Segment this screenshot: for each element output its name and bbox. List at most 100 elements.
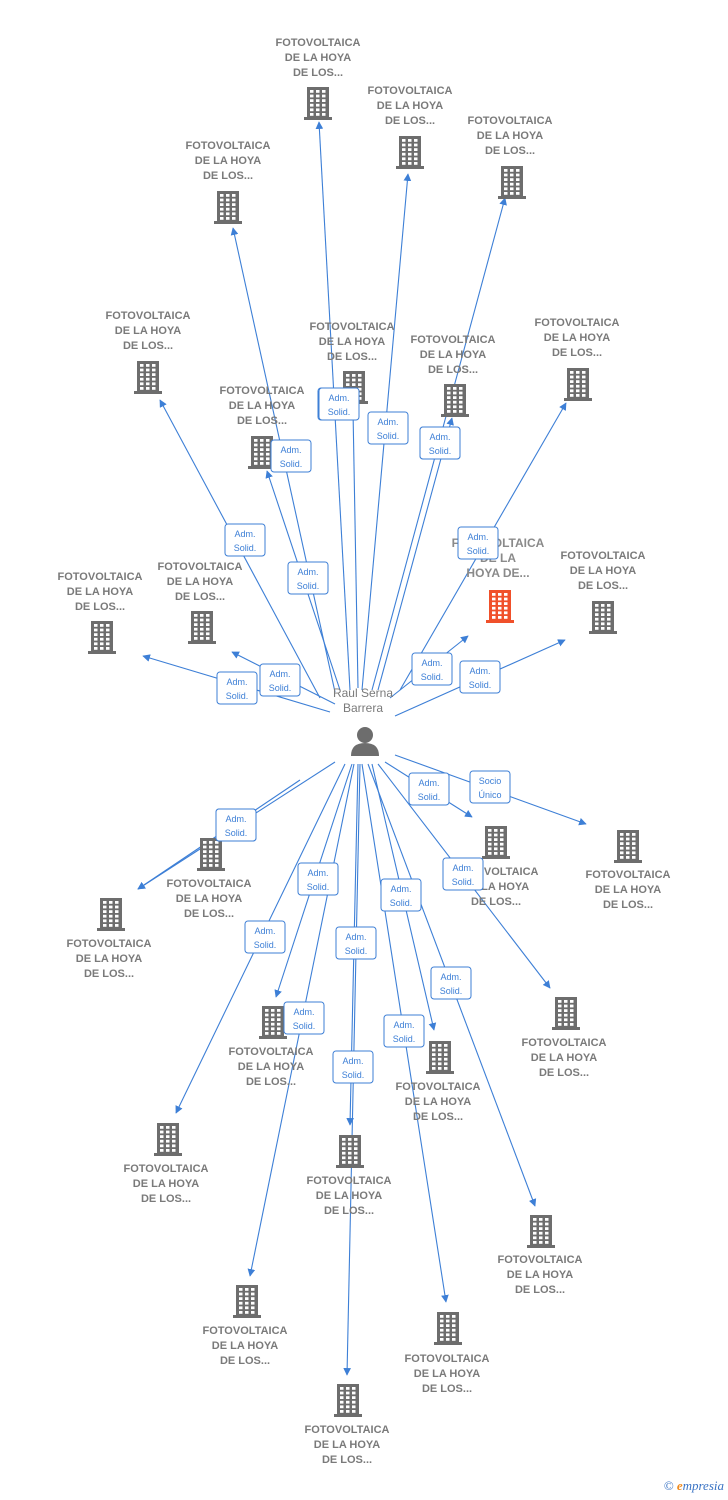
edge-label-n22[interactable]: Adm. Solid. [335,926,377,960]
edge-label-box [411,652,453,686]
edge-label-n6[interactable]: Adm.Solid. [318,387,360,421]
edge-label-n21[interactable]: Adm.Solid. [244,920,286,954]
company-name-line: FOTOVOLTAICA [368,85,453,97]
edge-label-n10[interactable]: Adm.Solid. [411,652,453,686]
company-name-line: DE LOS... [422,1383,472,1395]
edge-label-n20[interactable]: Adm.Solid. [380,878,422,912]
edge-line-n7 [377,417,454,691]
company-name-line: FOTOVOLTAICA [310,321,395,333]
edge-label-n7[interactable]: Adm.Solid. [419,426,461,460]
company-name-line: DE LOS... [385,115,435,127]
edge-label-n24[interactable]: Adm.Solid. [283,1001,325,1035]
building-icon [486,590,514,623]
building-icon [426,1041,454,1074]
copyright-symbol: © [663,1478,674,1493]
edge-label-text: Adm. [269,669,290,679]
edge-label-text: Solid. [421,672,444,682]
company-name-line: DE LA HOYA [212,1340,278,1352]
company-name-line: FOTOVOLTAICA [67,938,152,950]
edge-label-text: Solid. [293,1021,316,1031]
edge-label-n13[interactable]: Adm.Solid. [259,663,301,697]
building-icon [248,436,276,469]
person-node[interactable]: Raul Serna Barrera [333,686,393,756]
edge-label-text: Adm. [254,926,275,936]
edge-label-text: Solid. [226,691,249,701]
company-name-line: DE LA HOYA [133,1178,199,1190]
company-name-line: DE LA HOYA [531,1052,597,1064]
edge-label-text: Solid. [280,459,303,469]
company-name-line: FOTOVOLTAICA [167,878,252,890]
edge-label-text: Adm. [429,432,450,442]
edge-label-n19[interactable]: Adm.Solid. [442,857,484,891]
building-icon [154,1123,182,1156]
company-name-line: DE LOS... [322,1454,372,1466]
edge-label-box [244,920,286,954]
edge-label-n5[interactable]: Adm.Solid. [224,523,266,557]
edge-label-n12[interactable]: Adm.Solid. [216,671,258,705]
edge-label-text: Solid. [390,898,413,908]
edge-label-text: Adm. [418,778,439,788]
edge-label-n4[interactable]: Adm.Solid. [270,439,312,473]
company-name-line: FOTOVOLTAICA [396,1081,481,1093]
company-name-line: DE LA HOYA [67,586,133,598]
company-name-line: DE LOS... [203,170,253,182]
edge-label-box [457,526,499,560]
edge-label-n2[interactable]: Adm.Solid. [367,411,409,445]
company-name-line: DE LOS... [539,1067,589,1079]
edge-label-n17[interactable]: Adm.Solid. [215,808,257,842]
edge-label-n18[interactable]: Adm.Solid. [297,862,339,896]
company-name-line: DE LOS... [327,351,377,363]
company-name-line: DE LA HOYA [420,349,486,361]
company-name-line: DE LA HOYA [405,1096,471,1108]
edge-label-n8[interactable]: Adm.Solid. [457,526,499,560]
edge-label-box [469,770,511,804]
building-icon [334,1384,362,1417]
edge-label-n23[interactable]: Adm.Solid. [430,966,472,1000]
edge-label-text: Solid. [345,946,368,956]
edge-label-text: Solid. [342,1070,365,1080]
edge-label-text: Solid. [225,828,248,838]
edge-label-text: Adm. [342,1056,363,1066]
company-name-line: FOTOVOLTAICA [561,550,646,562]
edge-label-text: Solid. [467,546,490,556]
edge-label-n11[interactable]: Adm.Solid. [459,660,501,694]
edge-label-text: Adm. [345,932,366,942]
edge-label-n26[interactable]: Adm. Solid. [332,1050,374,1084]
footer-brand[interactable]: ©empresia [664,1478,724,1494]
company-name-line: DE LA HOYA [477,130,543,142]
edge-label-text: Solid. [377,431,400,441]
edge-label-box [297,862,339,896]
building-icon [434,1312,462,1345]
edge-label-n9[interactable]: Adm.Solid. [287,561,329,595]
company-name-line: DE LOS... [603,899,653,911]
edge-label-n25[interactable]: Adm.Solid. [383,1014,425,1048]
company-name-line: DE LA HOYA [76,953,142,965]
company-name-line: DE LA HOYA [414,1368,480,1380]
edge-label-n15[interactable]: Adm.Solid. [408,772,450,806]
